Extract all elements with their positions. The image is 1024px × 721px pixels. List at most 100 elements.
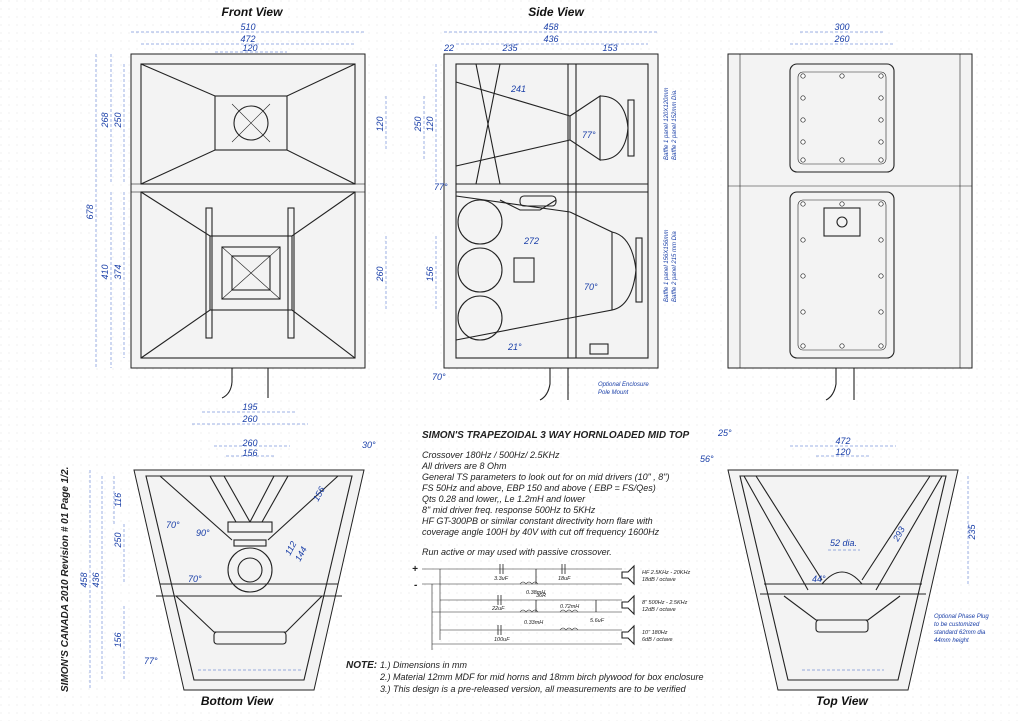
crossover-l1: 0.38mH	[526, 590, 545, 596]
crossover-lf-1: 10" 180Hz	[642, 630, 668, 636]
top-plug-note-3: standard 62mm dia	[934, 630, 986, 636]
spec-line-5: Qts 0.28 and lower,, Le 1.2mH and lower	[422, 494, 586, 504]
crossover-hf-1: HF 2.5KHz - 20KHz	[642, 570, 690, 576]
side-baffle2-b: Baffle 2 panel 215 mm Dia	[672, 231, 678, 302]
top-plug-note-2: to be customized	[934, 622, 980, 628]
side-view-title: Side View	[528, 5, 584, 19]
bottom-angle-30: 30°	[362, 440, 376, 450]
top-plug-note-1: Optional Phase Plug	[934, 614, 989, 620]
front-dim-678: 678	[85, 204, 95, 219]
side-dim-241: 241	[510, 84, 526, 94]
top-angle-25: 25°	[717, 428, 732, 438]
front-dim-260: 260	[241, 414, 257, 424]
bottom-view: 260 156 30° 116 250 458 436 156 70° 90° …	[79, 438, 376, 691]
side-angle-77b: 77°	[434, 182, 448, 192]
notes-label: NOTE:	[346, 660, 377, 671]
top-angle-56: 56°	[700, 454, 714, 464]
crossover-lf-2: 6dB / octave	[642, 637, 673, 643]
front-dim-268: 268	[100, 112, 110, 128]
side-view: 458 436 22 235 153 250 120 156 241 272 7…	[413, 22, 678, 401]
crossover-c1: 3.3uF	[494, 576, 509, 582]
rear-dim-300: 300	[834, 22, 849, 32]
top-dim-52-dia: 52 dia.	[830, 538, 857, 548]
bottom-angle-77: 77°	[144, 656, 158, 666]
crossover-c3: 22uF	[491, 606, 505, 612]
crossover-mid-2: 12dB / octave	[642, 607, 676, 613]
bottom-dim-436: 436	[91, 572, 101, 587]
bottom-dim-116: 116	[113, 493, 123, 507]
front-dim-510: 510	[240, 22, 255, 32]
front-dim-472: 472	[240, 34, 255, 44]
front-dim-120: 120	[242, 43, 257, 53]
spec-block: SIMON'S TRAPEZOIDAL 3 WAY HORNLOADED MID…	[421, 430, 690, 557]
side-dim-120: 120	[425, 116, 435, 131]
bottom-dim-156: 156	[242, 448, 257, 458]
side-dim-153: 153	[602, 43, 617, 53]
side-dim-22: 22	[443, 43, 454, 53]
spec-line-2: All drivers are 8 Ohm	[421, 461, 507, 471]
front-dim-right-260: 260	[375, 266, 385, 282]
front-view-title: Front View	[222, 5, 284, 19]
crossover-l3: 0.33mH	[524, 620, 543, 626]
top-dim-235: 235	[967, 524, 977, 541]
note-2: 2.) Material 12mm MDF for mid horns and …	[379, 672, 703, 682]
side-dim-156: 156	[425, 266, 435, 281]
bottom-dim-260: 260	[241, 438, 257, 448]
crossover-r1: 36R	[536, 593, 546, 599]
bottom-dim-156-vertical: 156	[113, 632, 123, 647]
bottom-view-title: Bottom View	[201, 694, 274, 708]
notes-block: NOTE: 1.) Dimensions in mm 2.) Material …	[346, 660, 703, 694]
bottom-angle-70b: 70°	[188, 574, 202, 584]
bottom-dim-458: 458	[79, 572, 89, 587]
side-dim-458: 458	[543, 22, 558, 32]
side-dim-272: 272	[523, 236, 539, 246]
crossover-c5: 100uF	[494, 637, 510, 643]
front-dim-250: 250	[113, 112, 123, 128]
side-dim-235: 235	[501, 43, 518, 53]
top-dim-472: 472	[835, 436, 850, 446]
front-view: 510 472 120 678 268 250 410 374 120 260 …	[85, 22, 387, 425]
side-pole-note-2: Pole Mount	[598, 390, 629, 396]
note-1: 1.) Dimensions in mm	[380, 660, 468, 670]
spec-line-7: HF GT-300PB or similar constant directiv…	[422, 516, 653, 526]
side-pole-note-1: Optional Enclosure	[598, 382, 649, 388]
side-baffle1-b: Baffle 2 panel 152mm Dia.	[672, 89, 678, 160]
top-view-title: Top View	[816, 694, 868, 708]
front-dim-410: 410	[100, 264, 110, 279]
spec-title: SIMON'S TRAPEZOIDAL 3 WAY HORNLOADED MID…	[422, 430, 690, 441]
bottom-dim-250: 250	[113, 532, 123, 548]
crossover-hf-2: 18dB / octave	[642, 577, 676, 583]
revision-label: SIMON'S CANADA 2010 Revision # 01 Page 1…	[60, 467, 71, 692]
side-baffle1-a: Baffle 1 panel 120X120mm	[664, 88, 670, 160]
top-view: 472 120 25° 56° 293 235 52 dia. 44° Opti…	[700, 428, 989, 691]
top-plug-note-4: 44mm height	[934, 638, 969, 644]
crossover-plus: +	[412, 564, 418, 575]
crossover-mid-1: 8" 500Hz - 2.5KHz	[642, 600, 688, 606]
spec-line-4: FS 50Hz and above, EBP 150 and above ( E…	[422, 483, 656, 493]
front-dim-374: 374	[113, 264, 123, 279]
note-3: 3.) This design is a pre-released versio…	[380, 684, 687, 694]
side-angle-70b: 70°	[432, 372, 446, 382]
spec-line-3: General TS parameters to look out for on…	[422, 472, 670, 482]
crossover-schematic: + - 3.3uF 18uF 0.38mH 22uF 36R	[412, 564, 690, 650]
spec-line-8: coverage angle 100H by 40V with cut off …	[422, 527, 660, 537]
side-dim-436: 436	[543, 34, 558, 44]
side-angle-77a: 77°	[582, 130, 596, 140]
crossover-l2: 0.72mH	[560, 604, 579, 610]
rear-dim-260: 260	[833, 34, 849, 44]
top-dim-120: 120	[835, 447, 850, 457]
front-dim-right-120: 120	[375, 116, 385, 131]
front-dim-195: 195	[242, 402, 258, 412]
side-dim-250: 250	[413, 116, 423, 132]
spec-run-note: Run active or may used with passive cros…	[422, 547, 612, 557]
spec-line-6: 8" mid driver freq. response 500Hz to 5K…	[422, 505, 596, 515]
side-angle-70a: 70°	[584, 282, 598, 292]
crossover-c4: 5.6uF	[590, 618, 605, 624]
side-baffle2-a: Baffle 1 panel 156X156mm	[664, 230, 670, 302]
top-angle-44: 44°	[812, 574, 826, 584]
bottom-angle-70a: 70°	[166, 520, 180, 530]
rear-view: 300 260	[727, 22, 973, 401]
crossover-c2: 18uF	[558, 576, 571, 582]
crossover-minus: -	[414, 580, 418, 591]
